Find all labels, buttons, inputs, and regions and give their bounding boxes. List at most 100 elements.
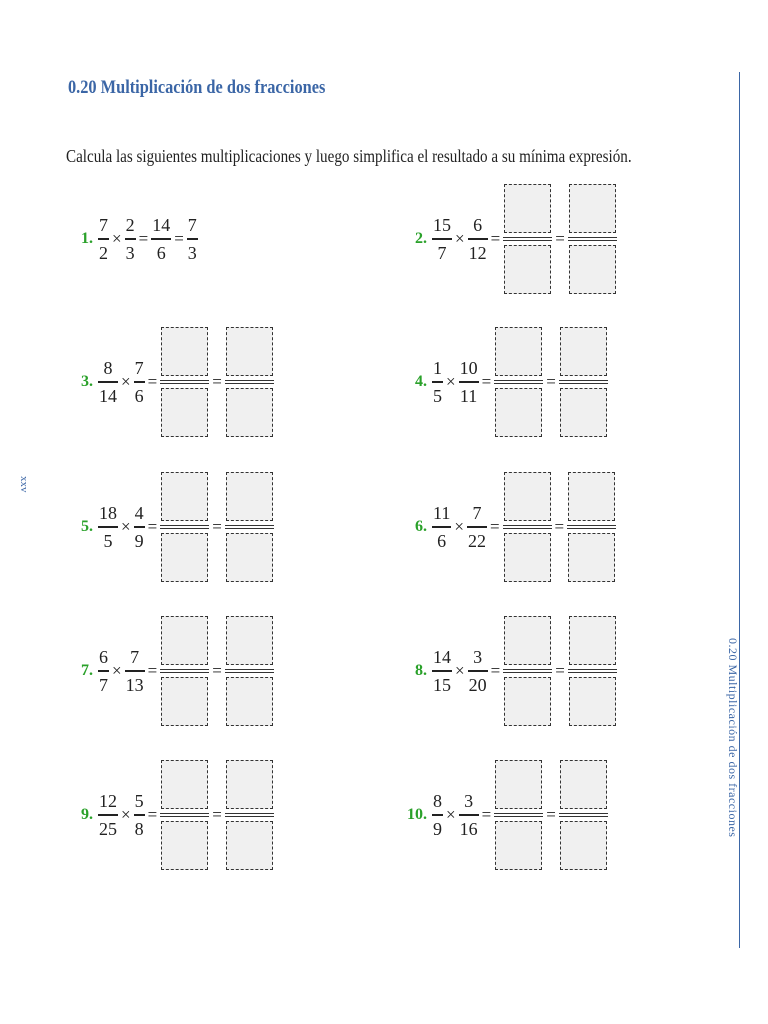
answer-numerator-box[interactable] — [225, 327, 273, 376]
answer-numerator-box[interactable] — [568, 184, 616, 233]
fraction-bar — [133, 814, 145, 816]
answer-fraction-bar — [503, 669, 553, 673]
times-sign: × — [121, 805, 131, 824]
exercise-number: 8. — [415, 662, 427, 679]
answer-numerator-box[interactable] — [559, 760, 607, 809]
answer-numerator-box[interactable] — [559, 327, 607, 376]
equals-sign: = — [147, 517, 158, 536]
answer-denominator-box[interactable] — [161, 388, 209, 437]
numerator: 18 — [99, 503, 117, 524]
exercise-number: 6. — [415, 518, 427, 535]
answer-denominator-box[interactable] — [225, 677, 273, 726]
answer-denominator-box[interactable] — [225, 533, 273, 582]
answer-numerator-box[interactable] — [504, 184, 552, 233]
answer-denominator-box[interactable] — [161, 533, 209, 582]
answer-simplified — [224, 327, 274, 437]
exercise-number: 10. — [407, 806, 427, 823]
numerator: 12 — [99, 791, 117, 812]
fraction-bar — [466, 526, 487, 528]
answer-fraction-bar — [502, 525, 552, 529]
answer-numerator-box[interactable] — [161, 616, 209, 665]
denominator: 5 — [433, 385, 442, 406]
answer-denominator-box[interactable] — [161, 821, 209, 870]
answer-denominator-box[interactable] — [495, 821, 543, 870]
answer-denominator-box[interactable] — [568, 533, 616, 582]
answer-numerator-box[interactable] — [504, 616, 552, 665]
answer-fraction-bar — [224, 525, 274, 529]
answer-denominator-box[interactable] — [559, 821, 607, 870]
answer-numerator-box[interactable] — [568, 472, 616, 521]
answer-numerator-box[interactable] — [161, 472, 209, 521]
page-number: xxv — [18, 476, 30, 493]
answer-fraction-bar — [160, 813, 210, 817]
answer-product — [160, 760, 210, 870]
equals-sign: = — [490, 229, 501, 248]
numerator: 8 — [433, 791, 442, 812]
fraction-bar — [432, 526, 452, 528]
numerator: 14 — [433, 647, 451, 668]
denominator: 16 — [459, 818, 478, 839]
exercise-number: 7. — [81, 662, 93, 679]
answer-denominator-box[interactable] — [161, 677, 209, 726]
fraction-bar — [151, 238, 172, 240]
denominator: 6 — [156, 242, 166, 263]
answer-denominator-box[interactable] — [568, 677, 616, 726]
answer-denominator-box[interactable] — [504, 245, 552, 294]
answer-numerator-box[interactable] — [495, 327, 543, 376]
equals-sign: = — [212, 805, 222, 824]
equals-sign: = — [546, 372, 556, 391]
answer-numerator-box[interactable] — [225, 760, 273, 809]
equals-sign: = — [490, 661, 501, 680]
answer-product — [160, 327, 210, 437]
answer-numerator-box[interactable] — [495, 760, 543, 809]
answer-denominator-box[interactable] — [568, 245, 616, 294]
answer-denominator-box[interactable] — [504, 677, 552, 726]
answer-numerator-box[interactable] — [161, 760, 209, 809]
equals-sign: = — [489, 517, 500, 536]
answer-numerator-box[interactable] — [225, 616, 273, 665]
answer-numerator-box[interactable] — [225, 472, 273, 521]
answer-numerator-box[interactable] — [568, 616, 616, 665]
equals-sign: = — [546, 805, 556, 824]
exercise-number: 9. — [81, 806, 93, 823]
exercise-number: 3. — [81, 373, 93, 390]
fraction-bar — [458, 381, 479, 383]
instructions: Calcula las siguientes multiplicaciones … — [66, 146, 632, 166]
fraction-bar — [186, 238, 198, 240]
equals-sign: = — [555, 229, 565, 248]
answer-product — [494, 327, 544, 437]
answer-denominator-box[interactable] — [225, 388, 273, 437]
answer-denominator-box[interactable] — [503, 533, 551, 582]
equals-sign: = — [481, 372, 492, 391]
answer-denominator-box[interactable] — [495, 388, 543, 437]
answer-denominator-box[interactable] — [559, 388, 607, 437]
numerator: 4 — [134, 503, 144, 524]
answer-numerator-box[interactable] — [161, 327, 209, 376]
answer-simplified — [558, 760, 608, 870]
equals-sign: = — [554, 517, 565, 536]
answer-numerator-box[interactable] — [503, 472, 551, 521]
answer-fraction-bar — [567, 525, 617, 529]
denominator: 2 — [99, 242, 108, 263]
fraction-bar — [124, 670, 145, 672]
answer-denominator-box[interactable] — [225, 821, 273, 870]
